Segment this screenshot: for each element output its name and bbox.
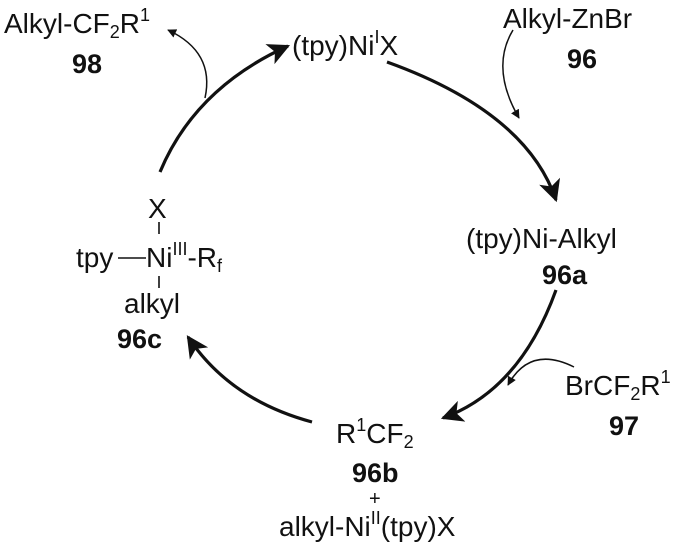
alkylzn-label: Alkyl-ZnBr [503,3,633,34]
ni1-label: (tpy)NiIX [292,27,399,61]
arrow-in-alkylzn [502,29,520,119]
arrow-in-brcf2r [507,358,575,386]
brcf2r-label: BrCF2R1 [565,367,671,404]
ni3-alkyl-ligand: alkyl [124,288,181,319]
compound-number-96a: 96a [542,260,588,290]
compound-number-96: 96 [567,44,598,74]
compound-number-97: 97 [609,411,640,441]
ni3-tpy-ligand: tpy [76,242,114,273]
plus-sign: + [369,488,381,510]
compound-number-96c: 96c [117,324,163,354]
ni2-label: alkyl-NiII(tpy)X [279,508,456,542]
product-label: Alkyl-CF2R1 [4,5,151,42]
arc-nialkyl-to-radical [440,289,558,422]
arc-ni3-to-ni1 [158,44,291,173]
compound-number-98: 98 [72,49,103,79]
arc-radical-to-ni3 [186,335,313,424]
arrow-out-product [167,29,208,99]
radical-label: R1CF2 [336,415,414,452]
ni3-center: NiIII-Rf [146,239,223,276]
ni3-x-ligand: X [148,193,167,224]
compound-number-96b: 96b [352,458,399,488]
arc-ni1-to-nialkyl [386,60,561,203]
nialkyl-label: (tpy)Ni-Alkyl [466,223,617,254]
